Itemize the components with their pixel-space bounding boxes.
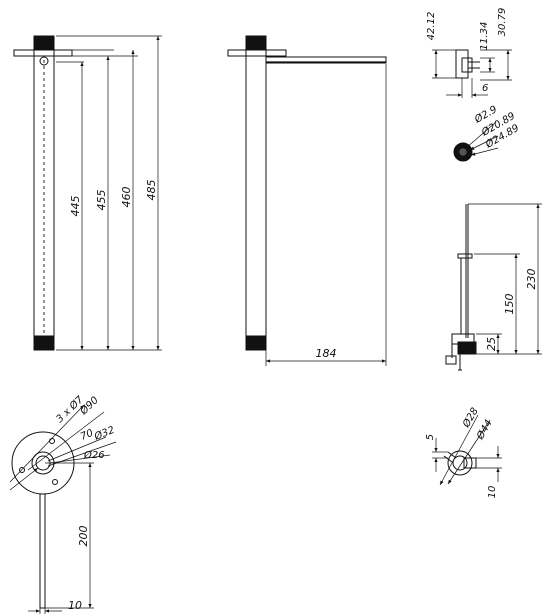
dim-10-flange: 10 (68, 599, 82, 612)
foot-cap (33, 335, 55, 351)
dim-6: 6 (482, 83, 488, 94)
dim-455: 455 (95, 190, 108, 211)
dim-11-34: 11.34 (479, 22, 490, 51)
clamp-top-detail: 42.12 11.34 30.79 6 (426, 8, 512, 98)
flange-view: 3 x Ø7 Ø90 70 Ø32 Ø26 200 10 (9, 393, 117, 614)
top-block (33, 35, 55, 51)
stand-foot (445, 355, 457, 365)
dim-10-clamp: 10 (487, 486, 498, 499)
dim-184: 184 (316, 347, 337, 360)
clamp-jaw (461, 57, 473, 73)
front-view: 445 455 460 485 (13, 35, 162, 351)
dim-dia-26: Ø26 (83, 449, 105, 461)
dim-150: 150 (503, 294, 516, 315)
dim-25: 25 (485, 337, 498, 351)
flange-tube (39, 493, 46, 609)
dim-dia-44: Ø44 (474, 418, 495, 443)
dim-dia-32: Ø32 (92, 424, 117, 443)
clamp-arm (463, 457, 477, 469)
dim-30-79: 30.79 (497, 8, 508, 37)
clamp-stand-view: 230 150 25 (445, 203, 542, 371)
knob-detail: Ø2.9 Ø20.89 Ø24.89 (453, 103, 521, 162)
side-mount-plate (227, 49, 287, 57)
flange-hole-2 (19, 467, 25, 473)
dim-460: 460 (120, 187, 133, 208)
table-top-panel (265, 56, 387, 64)
flange-hole-3 (52, 479, 58, 485)
mount-plate (13, 49, 73, 57)
clamp-bottom-detail: 5 Ø28 Ø44 10 (425, 406, 502, 499)
knob-inner (458, 147, 468, 157)
dim-200: 200 (77, 526, 90, 547)
side-foot-cap (245, 335, 267, 351)
side-leg-tube (245, 35, 267, 351)
dim-230: 230 (525, 269, 538, 290)
clamp-ring-inner (452, 455, 468, 471)
dim-70: 70 (79, 428, 95, 443)
dim-485: 485 (145, 180, 158, 201)
dim-42-12: 42.12 (426, 12, 437, 41)
side-view: 184 (227, 35, 387, 366)
bolt-hole (39, 56, 49, 66)
flange-hole-1 (49, 438, 55, 444)
dim-dia-28: Ø28 (460, 406, 481, 431)
clamp-ring-outer (447, 450, 473, 476)
stand-knob (457, 341, 477, 355)
side-top-block (245, 35, 267, 51)
stand-collar (457, 253, 473, 259)
dim-5: 5 (425, 434, 436, 440)
dim-445: 445 (69, 196, 82, 217)
